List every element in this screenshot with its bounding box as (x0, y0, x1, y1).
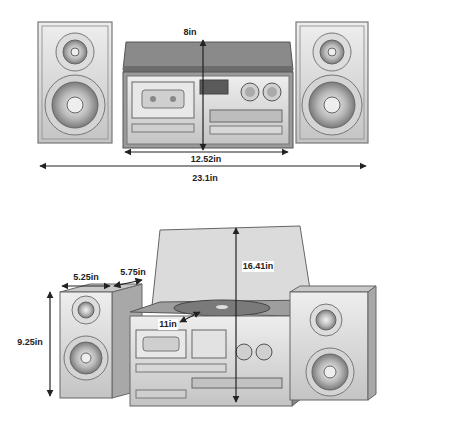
speaker-right-bottom (290, 286, 376, 400)
main-unit-bottom (130, 226, 312, 406)
dimension-lines-bottom (50, 228, 236, 402)
dimension-label: 8in (182, 27, 197, 38)
main-unit-top (123, 42, 293, 148)
speaker-left-top (38, 22, 112, 143)
dimension-label: 5.75in (119, 267, 147, 278)
dimension-label: 12.52in (190, 154, 223, 165)
dimension-label: 16.41in (242, 261, 275, 272)
speaker-right-top (296, 22, 368, 143)
dimension-label: 23.1in (191, 173, 219, 184)
dimension-label: 9.25in (16, 337, 44, 348)
dimension-label: 5.25in (72, 272, 100, 283)
dimension-lines-top (40, 40, 366, 166)
dimension-label: 11in (158, 319, 178, 330)
